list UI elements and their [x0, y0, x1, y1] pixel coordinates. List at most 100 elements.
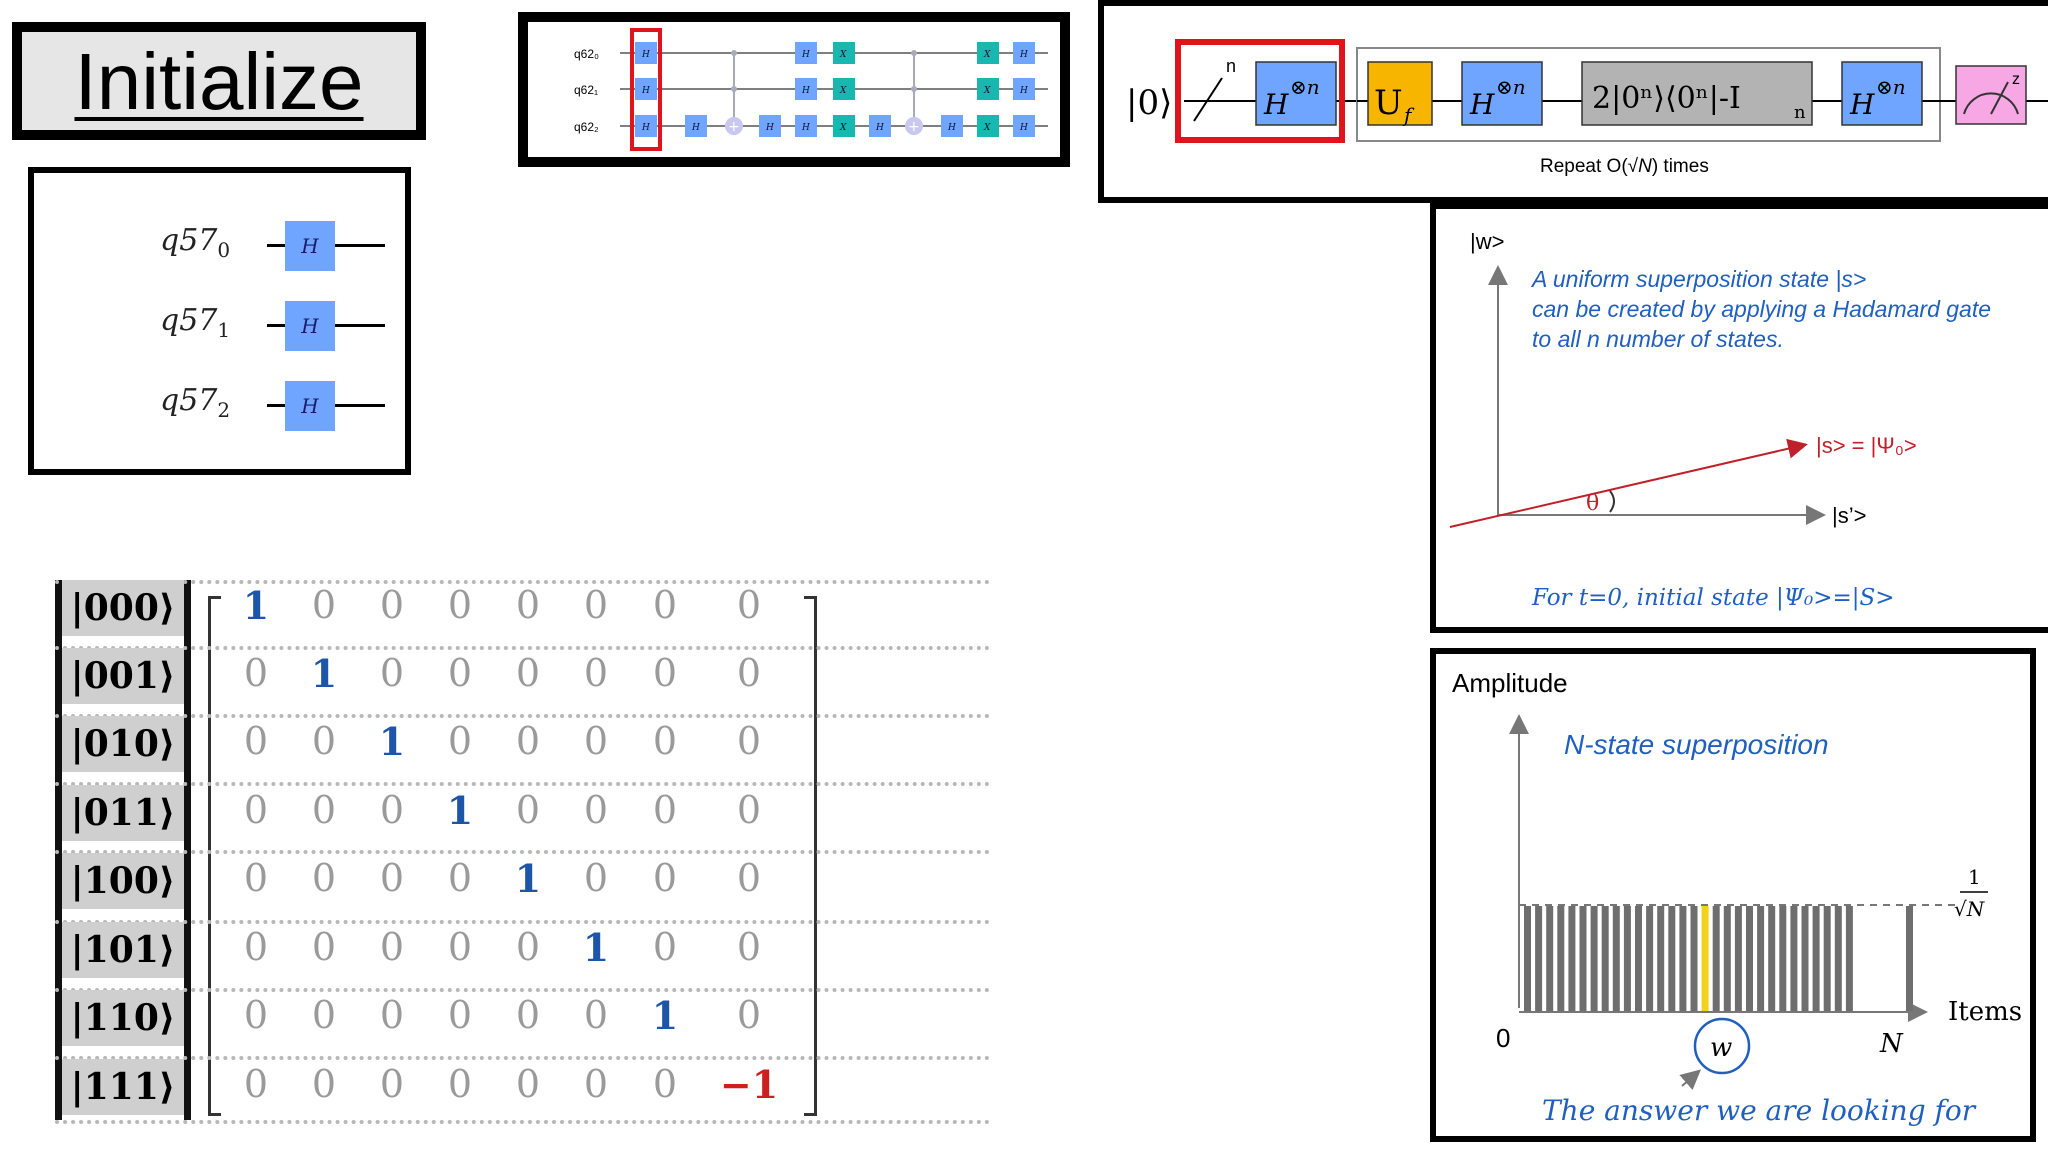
matrix-cell: 0 — [311, 719, 337, 763]
w-marker-circle — [1693, 1017, 1751, 1075]
mini-h-gate — [869, 115, 891, 137]
item-bar — [1768, 906, 1776, 1011]
matrix-cell: 0 — [311, 583, 337, 627]
matrix-cell: 0 — [515, 651, 541, 695]
mini-gate-label: H — [1019, 123, 1028, 133]
s-vector — [1449, 438, 1808, 528]
mini-gate-label: H — [947, 123, 956, 133]
diffuser-gate — [1581, 61, 1813, 126]
matrix-cell: 0 — [379, 993, 405, 1037]
item-bar — [1646, 906, 1654, 1011]
mini-control-dot — [911, 50, 917, 56]
hadamard-gate-2 — [1461, 61, 1543, 126]
mini-gate-label: X — [983, 123, 991, 133]
matrix-cell: 0 — [447, 1062, 473, 1106]
mini-qubit-label: q62₁ — [574, 83, 598, 97]
matrix-cell: 0 — [379, 651, 405, 695]
matrix-cell: 0 — [515, 788, 541, 832]
qubit-label: q572 — [160, 383, 231, 422]
matrix-cell: 0 — [515, 925, 541, 969]
matrix-cell: −1 — [719, 1062, 779, 1107]
mini-gate-label: X — [839, 86, 847, 96]
matrix-row-divider — [55, 646, 990, 650]
matrix-cell: 0 — [447, 651, 473, 695]
amplitude-axis-label: Amplitude — [1452, 668, 1568, 698]
mini-gate-label: H — [641, 50, 650, 60]
item-bar — [1823, 906, 1831, 1011]
matrix-row-divider — [55, 1056, 990, 1060]
svg-text:⊗n: ⊗n — [1290, 75, 1320, 99]
svg-text:U: U — [1374, 83, 1403, 123]
mini-gate-label: X — [983, 50, 991, 60]
item-bar — [1535, 906, 1543, 1011]
matrix-cell: 0 — [736, 925, 762, 969]
item-bar — [1546, 906, 1554, 1011]
svg-text:2|0ⁿ⟩⟨0ⁿ|-I: 2|0ⁿ⟩⟨0ⁿ|-I — [1592, 81, 1741, 116]
amplitude-diagram: Amplitude N-state superposition 1 √N 0 N… — [1452, 668, 2022, 1127]
matrix-cell: 0 — [583, 856, 609, 900]
item-bar — [1612, 906, 1620, 1011]
mini-gate-label: X — [983, 86, 991, 96]
matrix-cell: 0 — [311, 856, 337, 900]
item-bar — [1679, 906, 1687, 1011]
mini-h-gate — [685, 115, 707, 137]
matrix-cell: 1 — [310, 651, 338, 696]
item-bar — [1568, 906, 1576, 1011]
matrix-cell: 0 — [243, 993, 269, 1037]
geometric-interpretation-panel: |w> |s’> |s> = |Ψ₀> θ A uniform superpos… — [1430, 203, 2048, 633]
theta-label: θ — [1586, 491, 1599, 516]
matrix-cell: 0 — [736, 651, 762, 695]
item-bar — [1590, 906, 1598, 1011]
qubit-label: q571 — [160, 303, 231, 342]
matrix-cell: 0 — [583, 993, 609, 1037]
matrix-cell: 0 — [243, 651, 269, 695]
n-label: n — [1226, 56, 1236, 76]
mini-gate-label: H — [641, 86, 650, 96]
basis-state-label: |011⟩ — [62, 785, 184, 841]
matrix-row-divider — [55, 1120, 990, 1124]
mini-control-dot — [911, 86, 917, 92]
item-bar — [1734, 906, 1742, 1011]
mini-h-gate — [1013, 42, 1035, 64]
svg-text:⊗n: ⊗n — [1496, 75, 1526, 99]
svg-text:H: H — [1849, 88, 1875, 121]
mini-x-gate — [833, 115, 855, 137]
description-line-2: can be created by applying a Hadamard ga… — [1532, 296, 1991, 322]
repeat-box — [1356, 47, 1941, 142]
level-denominator: √N — [1954, 897, 1986, 921]
matrix-cell: 0 — [652, 925, 678, 969]
hadamard-gate: H — [285, 381, 335, 431]
item-bar — [1757, 906, 1765, 1011]
oracle-gate — [1367, 61, 1433, 126]
input-ket: |0⟩ — [1126, 83, 1172, 123]
matrix-row-divider — [55, 920, 990, 924]
item-bar — [1690, 906, 1698, 1011]
item-bar — [1906, 906, 1913, 1011]
n-items-label: N — [1879, 1029, 1904, 1059]
matrix-cell: 0 — [447, 856, 473, 900]
s-vector-label: |s> = |Ψ₀> — [1816, 433, 1917, 458]
matrix-cell: 0 — [379, 583, 405, 627]
matrix-cell: 0 — [652, 583, 678, 627]
matrix-cell: 0 — [583, 788, 609, 832]
mini-gate-label: H — [801, 50, 810, 60]
title-panel: Initialize — [12, 22, 426, 140]
matrix-cell: 0 — [311, 1062, 337, 1106]
marked-item-bar — [1701, 906, 1709, 1011]
hadamard-gate: H — [285, 301, 335, 351]
mini-h-gate — [795, 115, 817, 137]
hadamard-gate: H — [285, 221, 335, 271]
item-bar — [1712, 906, 1720, 1011]
matrix-cell: 0 — [736, 788, 762, 832]
mini-qubit-label: q62₂ — [574, 120, 599, 134]
item-bar — [1579, 906, 1587, 1011]
register-slash — [1193, 77, 1223, 122]
mini-h-gate — [635, 78, 657, 100]
basis-state-label: |001⟩ — [62, 648, 184, 704]
matrix-row-divider — [55, 714, 990, 718]
mini-x-gate — [977, 42, 999, 64]
description-line-1: A uniform superposition state |s> — [1530, 266, 1866, 292]
matrix-cell: 0 — [379, 788, 405, 832]
item-bar — [1723, 906, 1731, 1011]
